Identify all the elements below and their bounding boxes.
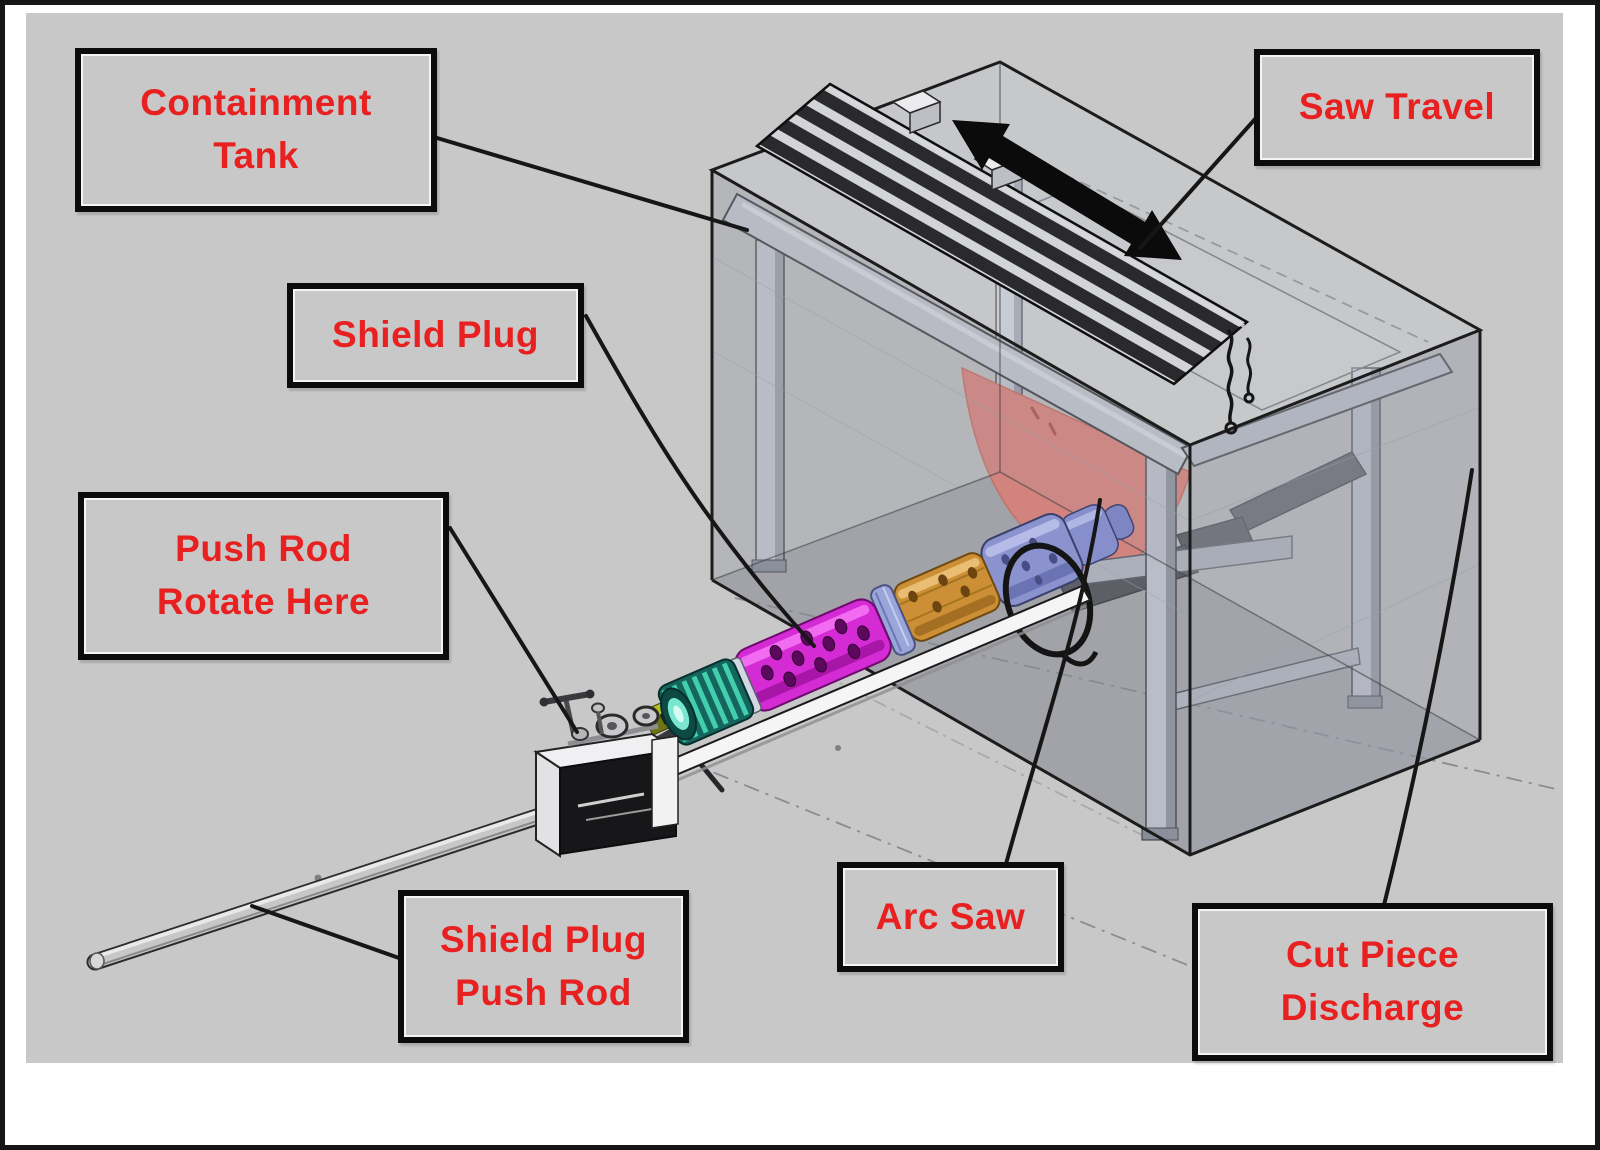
plug-teal-segment <box>657 658 755 746</box>
push-rod-mechanism <box>533 689 679 858</box>
leader-lines <box>250 116 1474 960</box>
leader-arc-saw <box>1004 498 1102 866</box>
label-containment-tank: Containment Tank <box>75 48 437 212</box>
label-arc-saw: Arc Saw <box>837 862 1064 972</box>
label-containment-tank-line1: Containment <box>140 82 372 124</box>
label-saw-travel: Saw Travel <box>1254 49 1540 166</box>
label-shield-plug-line1: Shield Plug <box>332 314 539 356</box>
leader-cut-piece-discharge <box>1382 468 1474 907</box>
label-push-rod-rotate-line1: Push Rod <box>175 528 352 570</box>
label-arc-saw-line1: Arc Saw <box>875 895 1026 937</box>
label-containment-tank-line2: Tank <box>213 135 299 176</box>
leader-push-rod-rotate <box>448 526 579 734</box>
label-shield-plug-push-rod-line1: Shield Plug <box>440 918 647 960</box>
leader-shield-plug <box>584 314 816 648</box>
label-cut-piece-discharge: Cut Piece Discharge <box>1192 903 1553 1061</box>
saw-travel-arrow <box>952 120 1182 260</box>
leader-saw-travel <box>1138 116 1258 250</box>
label-cut-piece-discharge-line2: Discharge <box>1280 987 1465 1028</box>
label-cut-piece-discharge-line1: Cut Piece <box>1285 934 1460 976</box>
label-shield-plug: Shield Plug <box>287 283 584 388</box>
leader-shield-plug-push-rod <box>250 904 401 960</box>
label-push-rod-rotate-here: Push Rod Rotate Here <box>78 492 449 660</box>
leader-containment-tank <box>435 136 749 232</box>
shield-plug-assembly <box>550 504 1135 832</box>
label-push-rod-rotate-line2: Rotate Here <box>156 581 371 622</box>
shield-plug-push-rod <box>86 807 549 971</box>
rotate-handles <box>539 689 660 747</box>
label-shield-plug-push-rod: Shield Plug Push Rod <box>398 890 689 1043</box>
saw-chain <box>1224 328 1255 435</box>
label-saw-travel-line1: Saw Travel <box>1298 86 1496 128</box>
label-shield-plug-push-rod-line2: Push Rod <box>455 971 632 1013</box>
